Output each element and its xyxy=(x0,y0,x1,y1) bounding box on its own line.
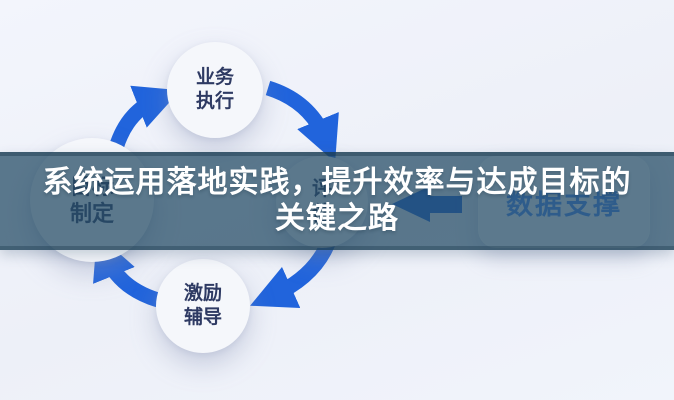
node-coaching-line2: 辅导 xyxy=(183,307,222,328)
node-execution-line1: 业务 xyxy=(195,67,234,89)
cycle-arrow-execution-to-evaluation-icon xyxy=(265,80,339,163)
node-business-execution: 业务 执行 xyxy=(167,42,263,138)
node-incentive-coaching: 激励 辅导 xyxy=(156,259,250,353)
title-banner-overlay xyxy=(0,152,674,250)
node-execution-line2: 执行 xyxy=(195,91,234,112)
node-coaching-line1: 激励 xyxy=(183,283,222,305)
cycle-arrow-coaching-to-goal-icon xyxy=(93,233,161,308)
